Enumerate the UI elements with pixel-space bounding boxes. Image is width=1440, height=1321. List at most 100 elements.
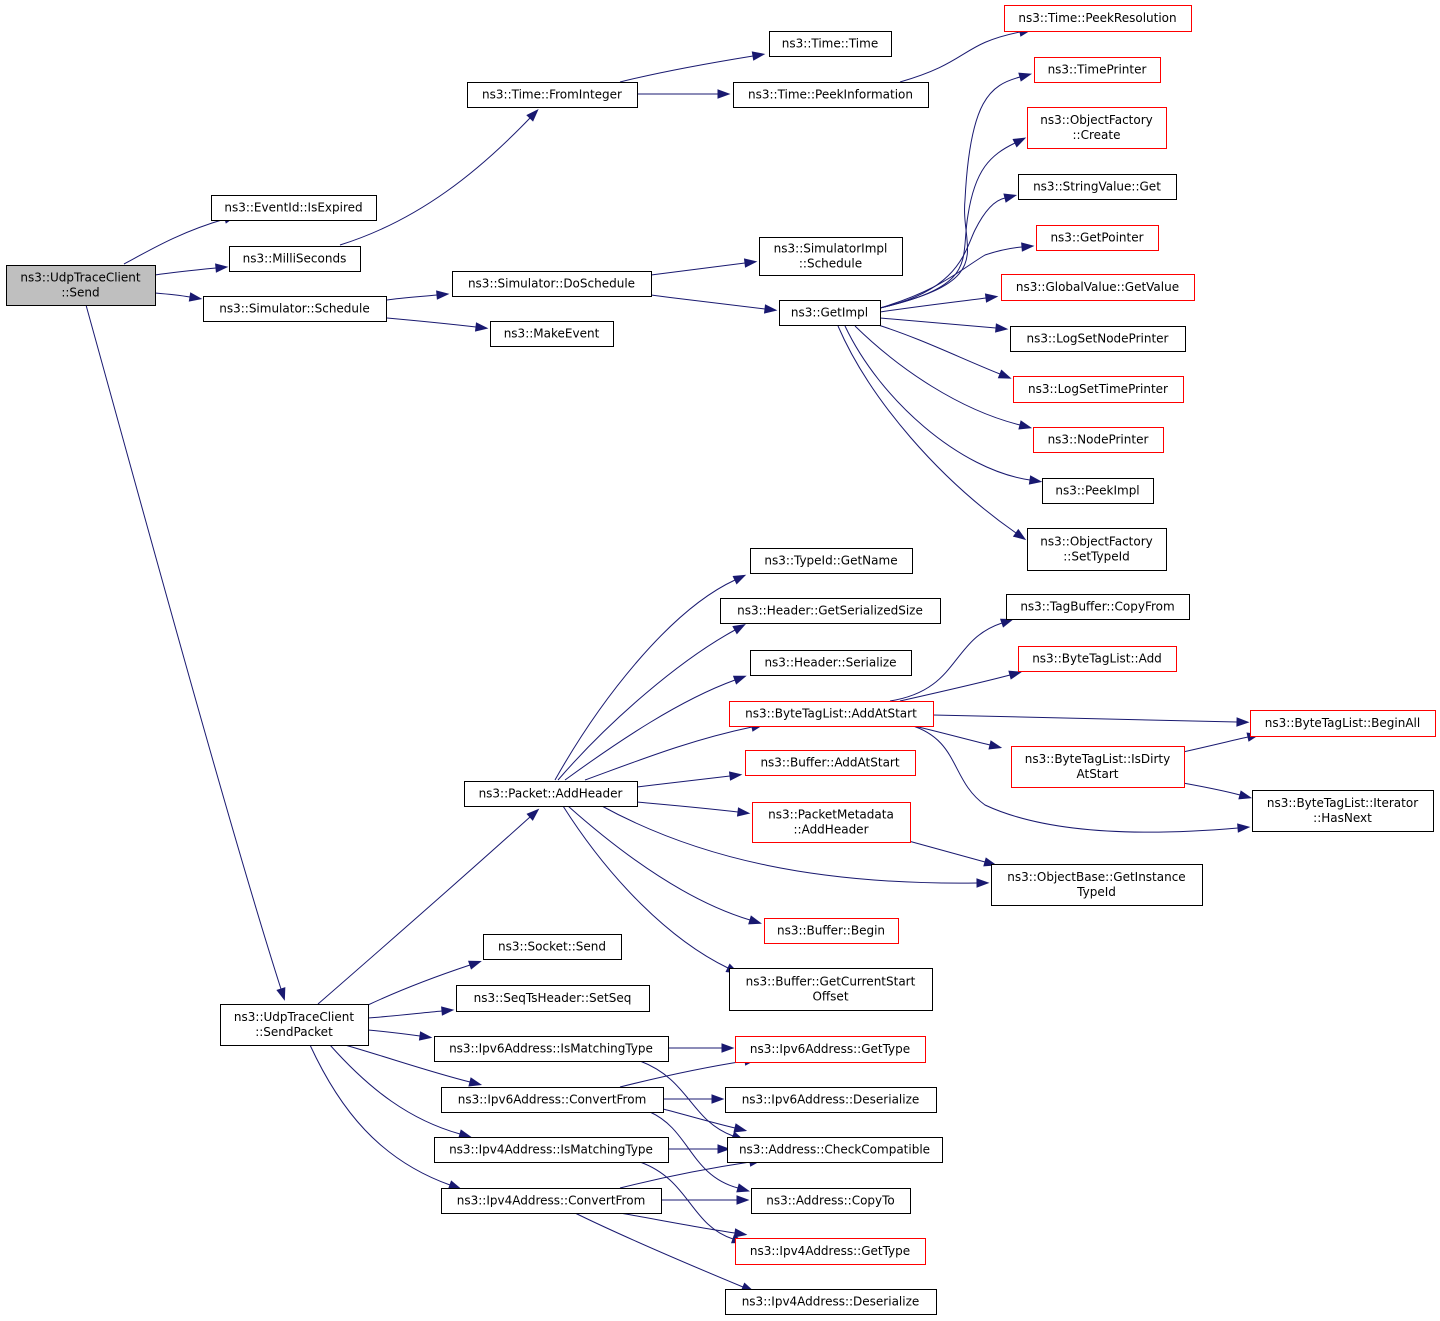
node-address-copyto[interactable]: ns3::Address::CopyTo [751,1188,911,1214]
node-tagbuffer-copyfrom[interactable]: ns3::TagBuffer::CopyFrom [1006,594,1190,620]
edge-getimpl-logsetnodeprinter [879,317,997,329]
node-ipv6address-ismatchingtype[interactable]: ns3::Ipv6Address::IsMatchingType [434,1036,669,1062]
node-label: ns3::Header::GetSerializedSize [737,604,923,618]
node-label: ns3::Socket::Send [498,940,606,954]
node-socket-send[interactable]: ns3::Socket::Send [483,934,622,960]
node-milliseconds[interactable]: ns3::MilliSeconds [229,246,361,272]
node-globalvalue-getvalue[interactable]: ns3::GlobalValue::GetValue [1001,274,1195,301]
arrowhead [1018,420,1033,430]
node-udptraceclient-send[interactable]: ns3::UdpTraceClient::Send [6,265,156,306]
node-label: ns3::Buffer::GetCurrentStart [746,975,916,989]
node-label: ns3::Header::Serialize [764,656,896,670]
node-nodeprinter[interactable]: ns3::NodePrinter [1033,427,1164,453]
node-box [720,598,941,624]
node-label: ns3::SimulatorImpl [774,242,888,256]
edge-getimpl-getpointer [879,246,1023,309]
node-time-time[interactable]: ns3::Time::Time [769,31,892,57]
node-bytetaglist-iterator-hasnext[interactable]: ns3::ByteTagList::Iterator::HasNext [1252,790,1434,832]
node-ipv4address-deserialize[interactable]: ns3::Ipv4Address::Deserialize [725,1289,937,1315]
node-label: ns3::GetImpl [791,306,868,320]
node-bytetaglist-beginall[interactable]: ns3::ByteTagList::BeginAll [1250,710,1436,737]
edge-peekinformation-peekresolution [899,31,1021,83]
node-seqtsheader-setseq[interactable]: ns3::SeqTsHeader::SetSeq [456,985,650,1012]
node-ipv4address-gettype[interactable]: ns3::Ipv4Address::GetType [735,1238,926,1265]
node-box [434,1137,669,1163]
node-box [452,271,652,297]
arrowhead [1238,790,1253,800]
node-buffer-begin[interactable]: ns3::Buffer::Begin [764,918,899,944]
edge-isdirty-hasnext [1182,782,1241,796]
node-time-peekresolution[interactable]: ns3::Time::PeekResolution [1004,5,1192,32]
node-objectfactory-create[interactable]: ns3::ObjectFactory::Create [1027,107,1167,149]
node-time-peekinformation[interactable]: ns3::Time::PeekInformation [733,82,929,108]
edge-ipv4convert-ipv4gettype [619,1212,736,1234]
node-label: ns3::TypeId::GetName [764,554,897,568]
arrowhead [763,304,778,314]
node-logsettimeprinter[interactable]: ns3::LogSetTimePrinter [1013,376,1184,403]
node-ipv4address-ismatchingtype[interactable]: ns3::Ipv4Address::IsMatchingType [434,1137,669,1163]
node-ipv4address-convertfrom[interactable]: ns3::Ipv4Address::ConvertFrom [441,1188,662,1214]
node-label: ns3::TagBuffer::CopyFrom [1020,600,1174,614]
edge-milliseconds-frominteger [339,117,531,246]
node-header-serialize[interactable]: ns3::Header::Serialize [750,650,912,676]
node-box [750,548,913,574]
node-getimpl[interactable]: ns3::GetImpl [779,300,881,326]
edge-ipv4convert-ipv4deserialize [574,1212,744,1288]
node-box [1010,326,1186,352]
edge-bytetaglist-beginall [932,714,1238,723]
node-packetmetadata-addheader[interactable]: ns3::PacketMetadata::AddHeader [752,802,911,843]
node-simulatorimpl-schedule[interactable]: ns3::SimulatorImpl::Schedule [759,237,903,276]
node-udptraceclient-sendpacket[interactable]: ns3::UdpTraceClient::SendPacket [220,1004,369,1046]
node-time-frominteger[interactable]: ns3::Time::FromInteger [467,82,638,108]
node-box [203,296,387,322]
node-header-getserializedsize[interactable]: ns3::Header::GetSerializedSize [720,598,941,624]
node-getpointer[interactable]: ns3::GetPointer [1036,225,1159,251]
node-buffer-addatstart[interactable]: ns3::Buffer::AddAtStart [745,750,916,776]
node-bytetaglist-addatstart[interactable]: ns3::ByteTagList::AddAtStart [729,701,934,727]
node-logsetnodeprinter[interactable]: ns3::LogSetNodePrinter [1010,326,1186,352]
call-edges [85,27,1261,1292]
node-stringvalue-get[interactable]: ns3::StringValue::Get [1018,174,1177,200]
node-label: ns3::ObjectBase::GetInstance [1007,870,1185,884]
node-makeevent[interactable]: ns3::MakeEvent [490,321,614,347]
node-address-checkcompatible[interactable]: ns3::Address::CheckCompatible [727,1137,943,1163]
edge-sendpacket-ipv6ismatching [367,1029,421,1037]
node-simulator-doschedule[interactable]: ns3::Simulator::DoSchedule [452,271,652,297]
edge-addheader-bufferaddatstart [636,775,731,788]
node-bytetaglist-add[interactable]: ns3::ByteTagList::Add [1018,646,1177,672]
node-label: ns3::ByteTagList::IsDirty [1025,752,1170,766]
node-typeid-getname[interactable]: ns3::TypeId::GetName [750,548,913,574]
node-label: ns3::Time::PeekInformation [748,88,913,102]
node-label: ns3::Ipv4Address::Deserialize [742,1295,920,1309]
edge-send-milliseconds [154,267,217,276]
node-peekimpl[interactable]: ns3::PeekImpl [1042,478,1154,504]
node-packet-addheader[interactable]: ns3::Packet::AddHeader [464,781,638,807]
node-box [6,265,156,306]
node-label: ns3::Buffer::Begin [777,924,885,938]
node-label: ns3::LogSetTimePrinter [1028,382,1168,396]
arrowhead [711,1094,725,1104]
node-label: ns3::Address::CheckCompatible [739,1143,930,1157]
node-box [1027,107,1167,149]
node-box [1001,274,1195,301]
node-objectfactory-settypeid[interactable]: ns3::ObjectFactory::SetTypeId [1027,528,1167,571]
arrowhead [733,1123,748,1133]
node-label: ns3::ByteTagList::Add [1032,652,1162,666]
arrowhead [997,369,1012,379]
node-label: ns3::Ipv6Address::GetType [750,1042,910,1056]
node-box [752,802,911,843]
node-ipv6address-deserialize[interactable]: ns3::Ipv6Address::Deserialize [725,1087,937,1113]
node-ipv6address-gettype[interactable]: ns3::Ipv6Address::GetType [735,1036,926,1063]
node-ipv6address-convertfrom[interactable]: ns3::Ipv6Address::ConvertFrom [441,1087,664,1113]
node-box [727,1137,943,1163]
node-label: ns3::PacketMetadata [768,808,894,822]
edge-getimpl-peekimpl [844,325,1031,481]
node-timeprinter[interactable]: ns3::TimePrinter [1034,57,1161,83]
node-eventid-isexpired[interactable]: ns3::EventId::IsExpired [211,195,377,221]
node-simulator-schedule[interactable]: ns3::Simulator::Schedule [203,296,387,322]
arrowhead [717,89,731,99]
edge-addheader-objectbase [599,804,978,884]
